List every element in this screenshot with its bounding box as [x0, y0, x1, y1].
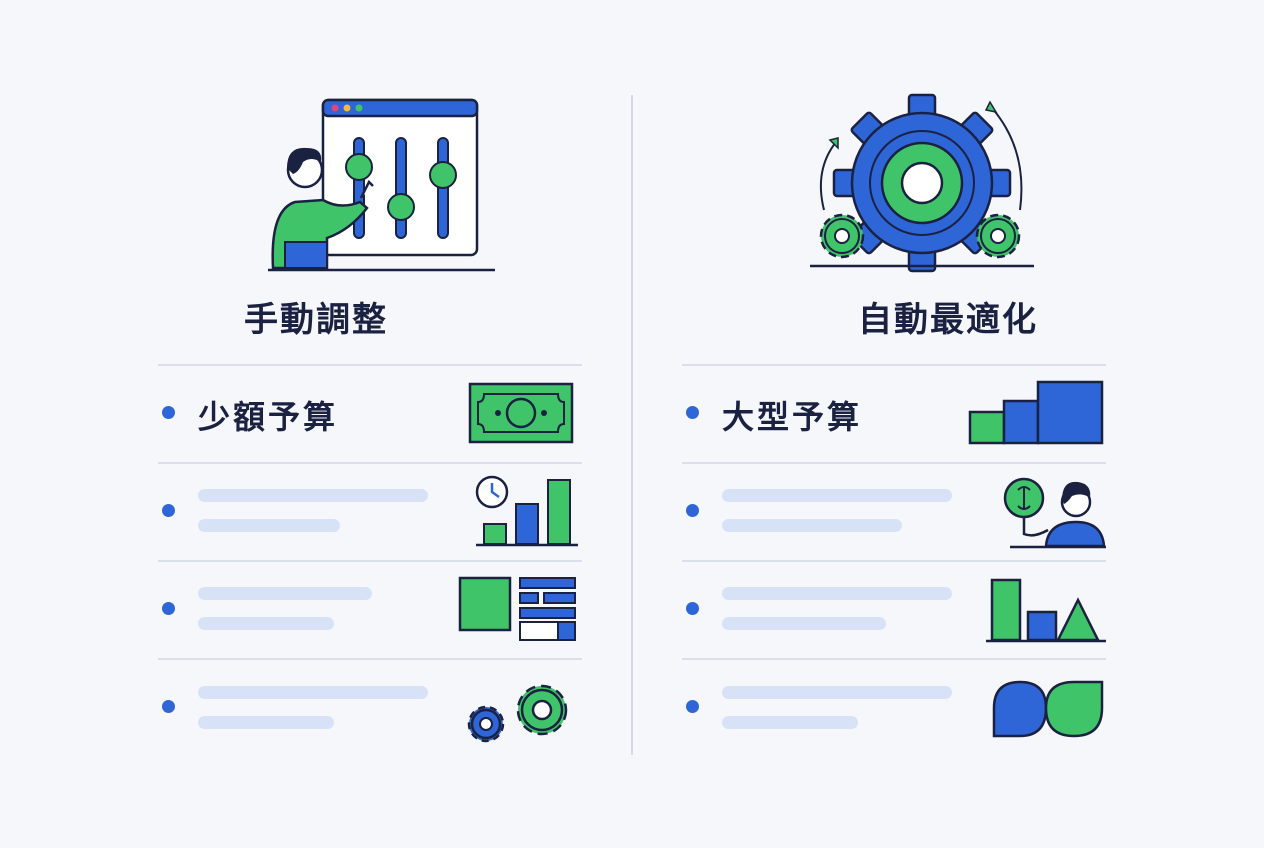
placeholder-line: [722, 519, 902, 532]
list-item: 少額予算: [158, 364, 582, 462]
placeholder-line: [722, 617, 886, 630]
placeholder-line: [198, 489, 428, 502]
row-divider: [682, 462, 1106, 464]
row-divider: [682, 560, 1106, 562]
row-divider: [158, 658, 582, 660]
bullet-dot: [162, 504, 175, 517]
center-divider: [631, 95, 633, 755]
placeholder-line: [198, 519, 340, 532]
bullet-dot: [162, 602, 175, 615]
person-adjusting-sliders-icon: [268, 98, 495, 272]
auto-column: 自動最適化 大型予算: [632, 0, 1264, 848]
leaf-shapes-icon: [992, 680, 1104, 738]
placeholder-line: [198, 587, 372, 600]
list-item: 大型予算: [682, 364, 1106, 462]
manual-column: 手動調整 少額予算: [158, 98, 582, 756]
bullet-dot: [686, 700, 699, 713]
placeholder-line: [198, 686, 428, 699]
row-label: 少額予算: [198, 398, 339, 436]
row-divider: [682, 658, 1106, 660]
placeholder-line: [722, 686, 952, 699]
bullet-dot: [162, 700, 175, 713]
list-item: [158, 560, 582, 658]
row-divider: [158, 462, 582, 464]
list-item: [682, 462, 1106, 560]
layout-blocks-icon: [458, 576, 576, 641]
placeholder-line: [722, 716, 858, 729]
manual-title: 手動調整: [244, 300, 388, 340]
list-item: [158, 462, 582, 560]
placeholder-line: [198, 617, 334, 630]
ascending-blocks-icon: [968, 380, 1104, 445]
list-item: [682, 658, 1106, 756]
row-divider: [158, 560, 582, 562]
row-label: 大型予算: [722, 398, 863, 436]
placeholder-line: [198, 716, 334, 729]
list-item: [682, 560, 1106, 658]
banknote-icon: [468, 382, 574, 444]
gears-icon: [467, 684, 568, 743]
auto-gear-icon: [810, 93, 1034, 273]
bullet-dot: [162, 406, 175, 419]
bullet-dot: [686, 504, 699, 517]
list-item: [158, 658, 582, 756]
placeholder-line: [722, 489, 952, 502]
placeholder-line: [722, 587, 952, 600]
person-with-coin-icon: [1003, 477, 1106, 549]
bullet-dot: [686, 406, 699, 419]
clock-bar-chart-icon: [475, 475, 578, 547]
auto-title: 自動最適化: [858, 300, 1038, 340]
bullet-dot: [686, 602, 699, 615]
row-divider: [158, 364, 582, 366]
row-divider: [682, 364, 1106, 366]
shapes-chart-icon: [986, 578, 1106, 643]
